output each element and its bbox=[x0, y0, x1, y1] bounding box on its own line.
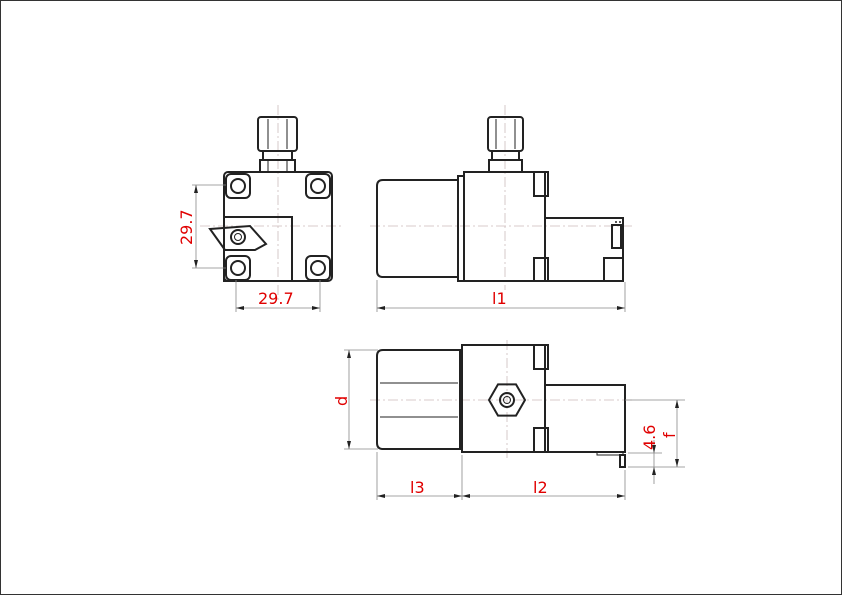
d-dimension-label: d bbox=[332, 396, 351, 406]
connector-housing bbox=[545, 217, 624, 282]
width-dimension-label: 29.7 bbox=[258, 289, 294, 308]
fitting-nut bbox=[257, 116, 298, 173]
plug-clip bbox=[208, 224, 268, 251]
connector-housing-top bbox=[545, 384, 626, 453]
dimension-height: 29.7 bbox=[177, 184, 226, 269]
coil-cylinder bbox=[376, 179, 459, 278]
l1-dimension-label: l1 bbox=[492, 289, 507, 308]
valve-body-top bbox=[461, 344, 546, 453]
side-view: l1 bbox=[370, 105, 632, 312]
front-view: 29.7 29.7 bbox=[177, 105, 342, 312]
l2-dimension-label: l2 bbox=[533, 478, 548, 497]
offset-dimension-label: 4.6 bbox=[640, 425, 659, 450]
dimension-4-6: 4.6 bbox=[628, 425, 685, 484]
fitting-nut-side bbox=[487, 116, 524, 173]
l3-dimension-label: l3 bbox=[410, 478, 425, 497]
valve-body bbox=[463, 171, 546, 282]
f-dimension-label: f bbox=[660, 432, 679, 438]
dimension-l1: l1 bbox=[376, 280, 626, 312]
dimension-f: f bbox=[625, 399, 685, 467]
dimension-d: d bbox=[332, 349, 378, 450]
hex-port bbox=[487, 383, 527, 417]
dimension-width: 29.7 bbox=[235, 280, 321, 312]
height-dimension-label: 29.7 bbox=[177, 209, 196, 245]
coil-cylinder-top bbox=[376, 349, 461, 450]
top-view: d l3 l2 4.6 f bbox=[332, 340, 685, 500]
dimension-l3-l2: l3 l2 bbox=[376, 452, 626, 500]
